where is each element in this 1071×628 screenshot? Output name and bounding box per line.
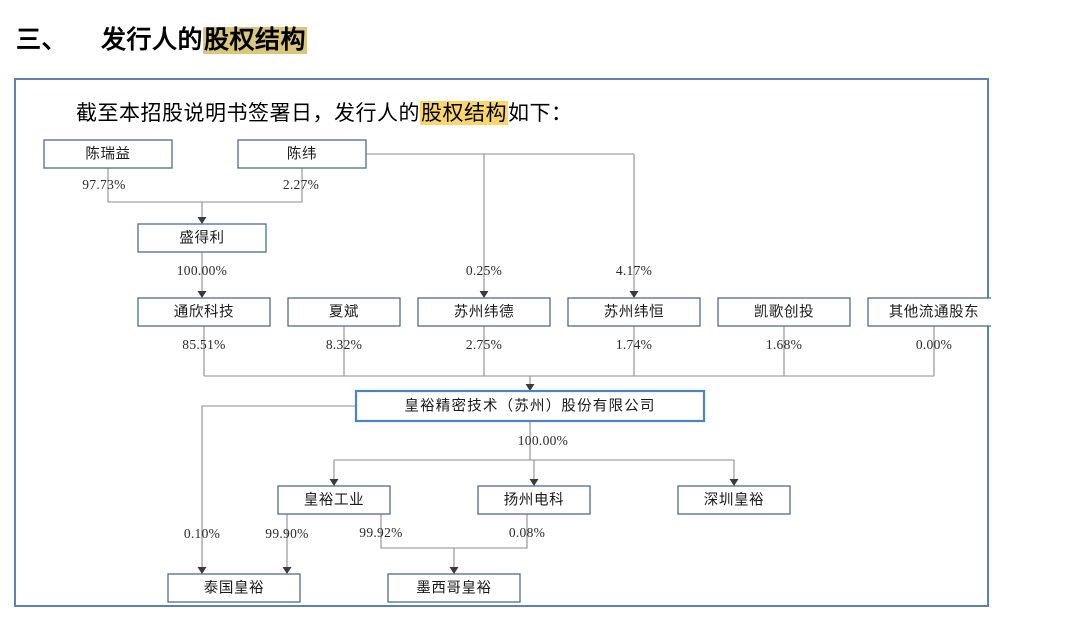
percent-label-p-4-17: 4.17% (616, 263, 652, 278)
intro-sentence: 截至本招股说明书签署日，发行人的股权结构如下： (76, 97, 573, 127)
node-label: 苏州纬德 (454, 303, 514, 320)
org-node-shenzhen-huang-yu[interactable]: 深圳皇裕 (677, 485, 791, 515)
arrow-head-icon (449, 567, 459, 574)
org-node-mexico-huang-yu[interactable]: 墨西哥皇裕 (387, 573, 521, 603)
node-label: 通欣科技 (174, 303, 234, 320)
org-node-suzhou-wei-de[interactable]: 苏州纬德 (417, 297, 551, 327)
percent-label-p-1-68: 1.68% (766, 337, 802, 352)
percent-label-p-2-27: 2.27% (283, 177, 319, 192)
node-box (137, 223, 267, 253)
percent-label-p-100-00-a: 100.00% (177, 263, 227, 278)
node-box (287, 297, 401, 327)
node-box (417, 297, 551, 327)
org-node-kai-ge-chuang-tou[interactable]: 凯歌创投 (717, 297, 851, 327)
node-box (567, 297, 701, 327)
arrow-head-icon (282, 567, 292, 574)
arrow-head-icon (197, 567, 207, 574)
percent-label-p-97-73: 97.73% (82, 177, 125, 192)
node-label: 泰国皇裕 (204, 579, 264, 596)
node-label: 苏州纬恒 (604, 303, 664, 320)
node-box (387, 573, 521, 603)
percent-label-p-99-92: 99.92% (359, 525, 402, 540)
node-box (237, 139, 367, 169)
node-label: 陈纬 (287, 144, 317, 162)
intro-highlighted-term: 股权结构 (420, 101, 508, 125)
arrow-head-icon (479, 291, 489, 298)
arrow-head-icon (525, 384, 535, 391)
percent-label-p-0-08: 0.08% (509, 525, 545, 540)
node-label: 深圳皇裕 (704, 491, 764, 508)
connector-layer (107, 153, 935, 574)
connector-line (201, 405, 356, 567)
arrow-head-icon (729, 479, 739, 486)
percent-label-p-0-00: 0.00% (916, 337, 952, 352)
org-node-xia-bin[interactable]: 夏斌 (287, 297, 401, 327)
node-label: 盛得利 (179, 229, 224, 246)
node-box (137, 297, 271, 327)
node-label: 皇裕工业 (304, 491, 364, 508)
org-node-chen-wei[interactable]: 陈纬 (237, 139, 367, 169)
percent-label-p-99-90: 99.90% (265, 526, 308, 541)
org-node-yangzhou-dian-ke[interactable]: 扬州电科 (477, 485, 591, 515)
node-box (717, 297, 851, 327)
node-label: 陈瑞益 (85, 144, 130, 162)
arrow-head-icon (629, 291, 639, 298)
node-box (477, 485, 591, 515)
percent-label-p-0-10: 0.10% (184, 526, 220, 541)
org-node-tong-xin-ke-ji[interactable]: 通欣科技 (137, 297, 271, 327)
node-box (677, 485, 791, 515)
org-node-chen-rui-yi[interactable]: 陈瑞益 (43, 139, 173, 169)
org-node-sheng-de-li[interactable]: 盛得利 (137, 223, 267, 253)
org-node-thailand-huang-yu[interactable]: 泰国皇裕 (167, 573, 301, 603)
percent-label-p-0-25: 0.25% (466, 263, 502, 278)
node-label: 墨西哥皇裕 (416, 579, 492, 596)
org-node-suzhou-wei-heng[interactable]: 苏州纬恒 (567, 297, 701, 327)
node-box (167, 573, 301, 603)
connector-line (107, 168, 303, 203)
arrow-head-icon (329, 479, 339, 486)
equity-structure-panel: 截至本招股说明书签署日，发行人的股权结构如下： 陈瑞益 陈纬盛得利通欣科技 夏斌 苏州… (14, 78, 991, 607)
node-label: 凯歌创投 (754, 303, 814, 320)
node-label: 扬州电科 (504, 491, 564, 508)
arrow-head-icon (197, 217, 207, 224)
intro-before: 截至本招股说明书签署日，发行人的 (76, 101, 420, 125)
section-title-plain: 发行人的 (101, 27, 204, 54)
percent-label-p-100-00-b: 100.00% (518, 433, 568, 448)
org-node-huang-yu-gong-ye[interactable]: 皇裕工业 (277, 485, 391, 515)
node-box (277, 485, 391, 515)
section-number: 三、 (16, 27, 68, 54)
org-node-qi-ta-liu-tong[interactable]: 其他流通股东 (867, 297, 991, 327)
percent-label-p-1-74: 1.74% (616, 337, 652, 352)
node-label: 其他流通股东 (889, 303, 980, 320)
section-title-highlighted: 股权结构 (203, 27, 308, 54)
percent-label-layer: 97.73% 2.27% 100.00% 0.25% 4.17% 85.51% 8.32% 2… (82, 177, 952, 541)
page-title: 三、 发行人的股权结构 (16, 20, 308, 56)
percent-label-p-2-75: 2.75% (466, 337, 502, 352)
percent-label-p-85-51: 85.51% (182, 337, 225, 352)
node-label: 夏斌 (329, 303, 359, 320)
node-label: 皇裕精密技术（苏州）股份有限公司 (404, 397, 655, 414)
connector-line (380, 514, 528, 549)
org-node-huang-yu-main[interactable]: 皇裕精密技术（苏州）股份有限公司 (354, 389, 706, 423)
arrow-head-icon (529, 479, 539, 486)
node-box (867, 297, 991, 327)
node-box (354, 389, 706, 423)
node-box (43, 139, 173, 169)
intro-after: 如下： (508, 101, 573, 125)
percent-label-p-8-32: 8.32% (326, 337, 362, 352)
arrow-head-icon (197, 291, 207, 298)
